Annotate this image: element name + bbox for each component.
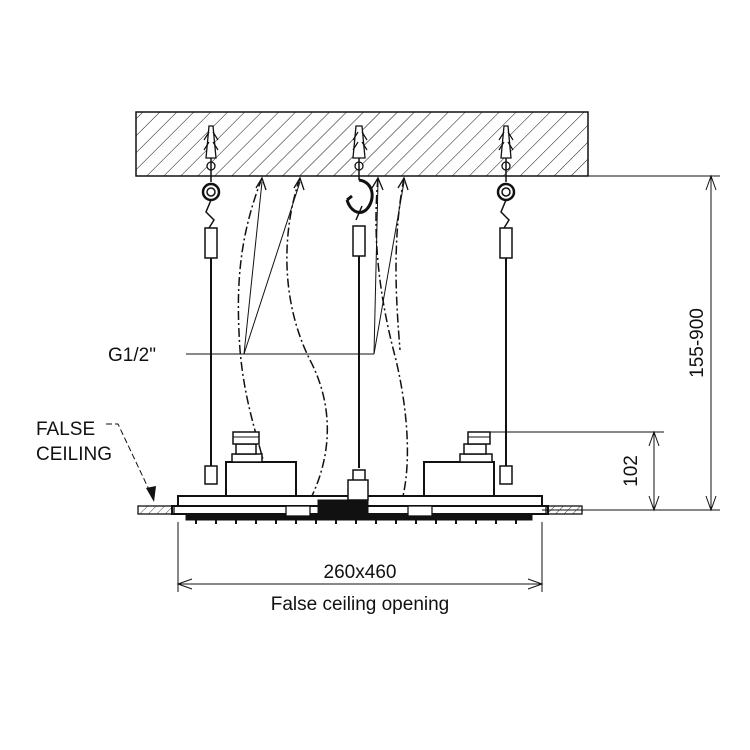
false-ceiling-arrow xyxy=(146,486,156,502)
opening-caption: False ceiling opening xyxy=(271,594,450,615)
supply-hoses xyxy=(237,176,409,501)
false-ceiling-leader xyxy=(106,423,153,497)
body-height-dimension xyxy=(490,430,664,512)
hanger-left xyxy=(201,125,221,485)
false-ceiling-label-line1: FALSE xyxy=(36,419,95,440)
opening-size-label: 260x460 xyxy=(324,562,397,583)
body-height-label: 102 xyxy=(621,455,642,487)
hanger-right xyxy=(496,125,516,485)
pipe-thread-callout xyxy=(186,181,405,355)
hanger-center xyxy=(345,125,374,495)
opening-dimension xyxy=(176,522,544,592)
false-ceiling-label-line2: CEILING xyxy=(36,444,112,465)
pipe-thread-label: G1/2" xyxy=(108,345,156,366)
false-ceiling-left xyxy=(137,505,175,515)
valve-body-left xyxy=(225,431,297,501)
valve-body-right xyxy=(423,431,495,501)
height-range-dimension xyxy=(705,174,717,512)
height-range-label: 155-900 xyxy=(687,308,708,378)
